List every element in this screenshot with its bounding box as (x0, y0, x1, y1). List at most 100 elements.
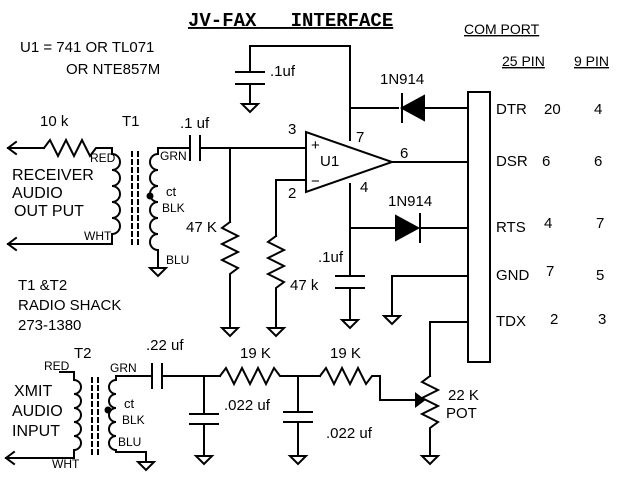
com-port-row: DTR 20 4 (496, 101, 602, 118)
top-cap-label: .1uf (270, 63, 296, 80)
ground-symbol (419, 455, 441, 466)
u1-pin4-label: 4 (360, 179, 368, 196)
col-9-pin: 9 PIN (574, 53, 609, 69)
potentiometer-22k (419, 374, 441, 457)
signal-tdx: TDX (496, 313, 526, 330)
t1-wht-label: WHT (84, 229, 112, 243)
wire (429, 321, 469, 377)
pin9-gnd: 5 (596, 267, 604, 284)
transformer-t2 (72, 371, 147, 463)
wire (249, 45, 351, 141)
ground-symbol (135, 461, 157, 472)
wire (275, 179, 307, 237)
receiver-label-2: AUDIO (12, 185, 63, 202)
ground-symbol (381, 315, 403, 326)
opamp-plus: + (311, 137, 320, 154)
transformers-note-1: T1 &T2 (18, 277, 67, 294)
bottom-cap-label: .1uf (318, 249, 344, 266)
xmit-label-2: AUDIO (12, 403, 63, 420)
com-port-row: DSR 6 6 (496, 153, 602, 170)
signal-dsr: DSR (496, 153, 528, 170)
ground-symbol (239, 103, 261, 114)
pin25-gnd: 7 (546, 263, 554, 280)
t1-red-label: RED (90, 151, 116, 165)
t2-wht-label: WHT (52, 457, 80, 471)
receiver-label-3: OUT PUT (14, 203, 84, 220)
resistor-19k-b (318, 365, 417, 401)
resistor-47k-a (219, 220, 241, 329)
t1-grn-label: GRN (160, 149, 187, 163)
pin25-rts: 4 (544, 215, 552, 232)
signal-dtr: DTR (496, 101, 527, 118)
transformers-note-2: RADIO SHACK (18, 297, 121, 314)
pin9-dtr: 4 (594, 101, 602, 118)
capacitor-0.1uf-top (235, 71, 265, 85)
t2-grn-label: GRN (110, 361, 137, 375)
ground-symbol (147, 261, 169, 278)
resistor-10k (42, 137, 113, 159)
receiver-input-arrow-top (6, 140, 45, 156)
t2-blk-label: BLK (122, 413, 145, 427)
bottom-diode-label: 1N914 (388, 193, 432, 210)
capacitor-0.022uf-b (283, 411, 313, 423)
com-port-connector (467, 91, 491, 363)
diode-1n914-bottom (395, 213, 421, 243)
t2-label: T2 (74, 345, 92, 362)
c1-label: .022 uf (224, 397, 271, 414)
u1-pin7-label: 7 (356, 129, 364, 146)
capacitor-0.022uf-a (189, 413, 219, 425)
pin9-tdx: 3 (598, 311, 606, 328)
u1-pin3-label: 3 (288, 121, 296, 138)
t2-ct-label: ct (124, 396, 135, 411)
receiver-label-1: RECEIVER (12, 167, 94, 184)
ground-symbol (193, 455, 215, 466)
input-cap-label: .1 uf (180, 115, 210, 132)
xmit-label-3: INPUT (12, 423, 60, 440)
u1-pin2-label: 2 (288, 185, 296, 202)
u1-note-line1: U1 = 741 OR TL071 (20, 39, 154, 56)
t1-label: T1 (122, 113, 140, 130)
pot-label: POT (446, 405, 477, 422)
top-diode-label: 1N914 (380, 71, 424, 88)
r1-label: 19 K (240, 345, 271, 362)
signal-rts: RTS (496, 219, 526, 236)
opamp-minus: − (311, 173, 320, 190)
wire (391, 275, 469, 317)
pin25-dsr: 6 (542, 153, 550, 170)
diagram-title: JV-FAX INTERFACE (188, 10, 393, 32)
signal-gnd: GND (496, 267, 530, 284)
com-port-row: GND 7 5 (496, 263, 604, 284)
capacitor-0.1uf-input (189, 135, 201, 161)
opamp-name: U1 (320, 153, 339, 170)
xmit-input-arrow-bottom (4, 450, 75, 466)
u1-pin6-label: 6 (400, 145, 408, 162)
ground-symbol (219, 327, 241, 338)
ground-symbol (287, 455, 309, 466)
pin9-dsr: 6 (594, 153, 602, 170)
transformers-note-3: 273-1380 (18, 317, 81, 334)
t1-blk-label: BLK (162, 201, 185, 215)
t1-blu-label: BLU (166, 253, 189, 267)
pot-wiper-arrow (415, 392, 426, 408)
t1-ct-label: ct (166, 184, 177, 199)
resistor-47k-b-label: 47 k (290, 277, 319, 294)
opamp-u1 (305, 130, 396, 194)
xmit-label-1: XMIT (14, 383, 52, 400)
xmit-cap-label: .22 uf (146, 337, 184, 354)
transformer-t1 (110, 147, 160, 263)
c2-label: .022 uf (326, 425, 373, 442)
pin9-rts: 7 (596, 215, 604, 232)
com-port-row: TDX 2 3 (496, 311, 606, 330)
r2-label: 19 K (330, 345, 361, 362)
com-port-row: RTS 4 7 (496, 215, 604, 236)
resistor-47k-a-label: 47 K (186, 219, 217, 236)
com-port-header: COM PORT (464, 21, 540, 37)
u1-note-line2: OR NTE857M (66, 61, 160, 78)
capacitor-0.1uf-bottom (335, 275, 365, 289)
ground-symbol (265, 327, 287, 338)
pot-value-label: 22 K (448, 387, 479, 404)
pin25-tdx: 2 (550, 311, 558, 328)
t2-red-label: RED (44, 359, 70, 373)
capacitor-0.22uf (151, 363, 163, 389)
